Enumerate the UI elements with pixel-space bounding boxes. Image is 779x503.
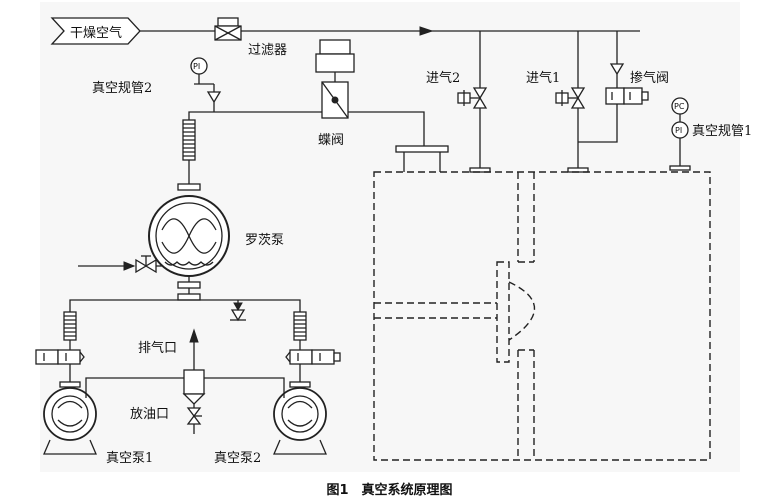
- fore-manifold: [69, 299, 301, 312]
- pump1-exhaust-line: [85, 377, 184, 398]
- svg-text:PI: PI: [675, 126, 682, 135]
- filter-label: 过滤器: [248, 43, 287, 58]
- chamber-flange: [395, 145, 449, 153]
- butterfly-valve: [315, 39, 355, 119]
- flow-arrow: [419, 26, 434, 36]
- butterfly-to-chamber-line: [348, 111, 425, 148]
- roots-pump-icon: [148, 195, 230, 277]
- butterfly-label: 蝶阀: [318, 133, 344, 148]
- oil-separator-icon: [182, 369, 206, 405]
- vacuum-gauge-2: PI: [190, 57, 222, 112]
- inlet2-label: 进气2: [426, 70, 460, 86]
- pump2-exhaust-line: [204, 377, 285, 398]
- bellows-right: [293, 311, 307, 341]
- roots-pump-label: 罗茨泵: [245, 233, 284, 248]
- svg-text:PI: PI: [193, 62, 200, 71]
- bellows-top: [182, 119, 196, 161]
- vacuum-pump-1-icon: [43, 387, 97, 455]
- exhaust-label: 排气口: [138, 340, 177, 356]
- inlet2-valve-icon: [457, 87, 488, 109]
- bellows-left: [63, 311, 77, 341]
- vacuum-gauge-1: PC PI: [669, 97, 691, 171]
- pump2-label: 真空泵2: [214, 451, 261, 466]
- exhaust-arrow: [189, 328, 199, 343]
- vacuum-pump-2-icon: [273, 387, 327, 455]
- drain-label: 放油口: [130, 407, 169, 422]
- inlet1-label: 进气1: [526, 70, 560, 86]
- roots-flange-bottom: [177, 281, 201, 289]
- dry-air-inlet: 干燥空气: [50, 17, 141, 45]
- pump1-label: 真空泵1: [106, 451, 153, 466]
- svg-text:PC: PC: [674, 102, 685, 111]
- dry-air-label: 干燥空气: [70, 25, 122, 41]
- pump1-solenoid-valve-icon: [35, 349, 85, 365]
- mix-valve-label: 掺气阀: [630, 70, 669, 86]
- vacuum-chamber: [373, 171, 711, 461]
- filter-icon: [214, 17, 242, 41]
- roots-flange-top: [177, 183, 201, 191]
- gauge2-label: 真空规管2: [92, 81, 152, 96]
- inlet1-valve-icon: [555, 87, 586, 109]
- pump2-solenoid-valve-icon: [285, 349, 341, 365]
- gauge1-label: 真空规管1: [692, 124, 752, 139]
- mix-valve-icon: [605, 63, 649, 105]
- figure-caption: 图1 真空系统原理图: [326, 482, 452, 498]
